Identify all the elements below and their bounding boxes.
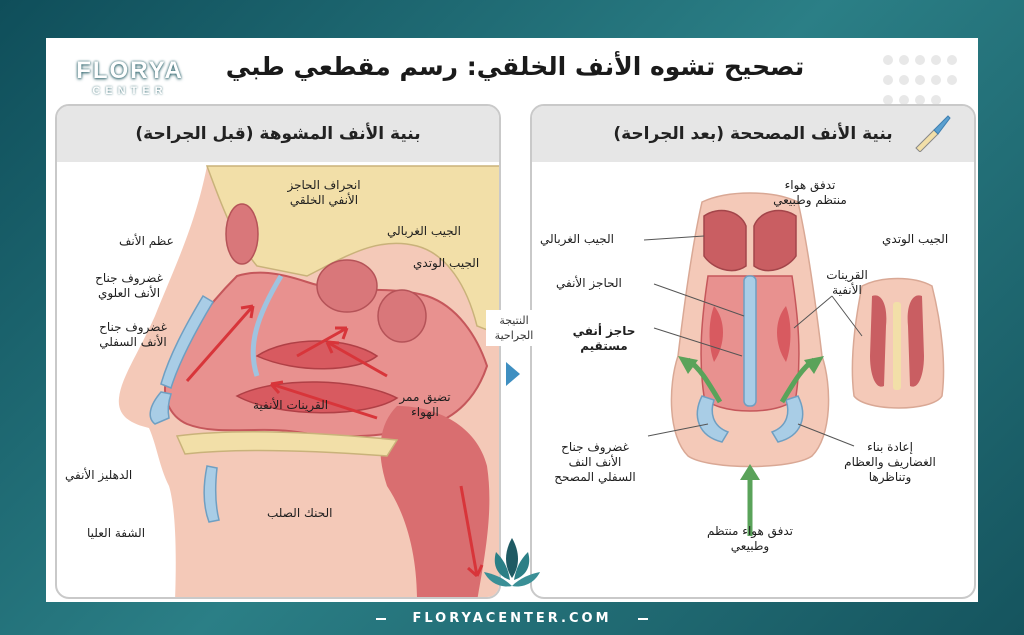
panel-before-surgery: بنية الأنف المشوهة (قبل الجراحة) [55,104,501,599]
leader-lines [643,235,863,447]
label-turbinates-before: القرينات الأنفية [253,398,329,412]
turbinate-left-shape [709,306,723,362]
deviated-septum-line [250,274,284,377]
after-surgery-illustration [643,192,945,536]
airflow-arrows-red [185,304,484,578]
label-sphenoid-sinus-after: الجيب الوتدي [882,232,949,246]
sphenoid-section-left [870,295,887,387]
label-ethmoid-sinus-before: الجيب الغربالي [387,224,462,238]
lip-cartilage-shape [203,465,220,523]
panel-before-heading: بنية الأنف المشوهة (قبل الجراحة) [57,106,499,162]
page-title: تصحيح تشوه الأنف الخلقي: رسم مقطعي طبي [225,52,805,81]
corrected-cartilage-right [770,395,804,443]
corrected-cartilage-left [696,395,730,443]
result-arrow-icon [506,362,520,386]
flower-logo-icon [484,538,540,587]
label-vestibule: الدهليز الأنفي [65,468,133,482]
label-septum: الحاجز الأنفي [556,276,622,290]
hard-palate-shape [175,430,399,457]
sphenoid-sinus-shape [377,289,427,343]
label-sphenoid-sinus-before: الجيب الوتدي [413,256,480,270]
lower-cartilage-shape [149,391,172,425]
panel-after-heading: بنية الأنف المصححة (بعد الجراحة) [532,106,974,162]
panel-after-surgery: بنية الأنف المصححة (بعد الجراحة) [530,104,976,599]
decorative-dots-top [880,52,970,112]
straight-septum-shape [743,275,757,407]
before-surgery-illustration [118,165,499,597]
label-upper-lip: الشفة العليا [87,526,146,540]
sinus-left-shape [703,209,747,272]
green-arrowhead-bottom [740,464,760,480]
label-ethmoid-sinus-after: الجيب الغربالي [540,232,615,246]
logo-line1: FLORYA [76,57,184,84]
logo: FLORYA CENTER [66,58,194,102]
sinus-right-shape [753,209,797,272]
sphenoid-section-right [907,295,924,387]
upper-cartilage-shape [160,294,215,389]
pharynx [380,406,490,597]
turbinate-upper [255,340,379,370]
footer: FLORYACENTER.COM [376,608,648,630]
green-arrowhead-right [804,356,824,374]
sphenoid-section-bone [893,302,901,390]
footer-url: FLORYACENTER.COM [412,611,612,626]
label-hard-palate: الحنك الصلب [267,506,333,520]
logo-line2: CENTER [92,85,168,97]
label-nasal-bone: عظم الأنف [119,234,174,248]
ethmoid-sinus-shape [316,259,378,313]
scalpel-icon [915,115,951,152]
frontal-sinus [225,203,259,265]
turbinate-right-shape [777,306,791,362]
green-arrowhead-left [678,356,698,374]
